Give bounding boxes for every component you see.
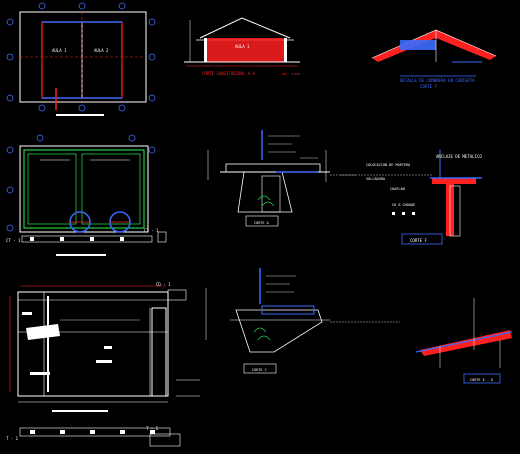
foundation-side-tag: CT - 1 (144, 228, 159, 233)
foundation-section-tag: CT - 1 (6, 238, 21, 243)
roof-ridge-detail: DETALLE DE CUMBRERA EN CUBIERTA CORTE F (371, 29, 497, 89)
detail-f-note-2: VOLCADURA (366, 177, 386, 181)
detail-f-caption: CORTE F (410, 238, 427, 243)
section-caption: CORTE LONGITUDINAL A-A' (202, 71, 257, 76)
column-detail: CD - 1 T - 1 T - 1 (6, 282, 200, 447)
floor-plan: AULA 1 AULA 2 (6, 2, 156, 116)
column-tag: CD - 1 (156, 282, 171, 287)
column-side-tag: T - 1 (146, 426, 159, 431)
detail-f-note-4: CD 6 CHOQUE (392, 203, 415, 207)
longitudinal-section: AULA 1 CORTE LONGITUDINAL A-A' ESC. 1/10… (184, 17, 300, 76)
section-scale: ESC. 1/100 (282, 72, 300, 76)
foundation-plan: CT - 1 CT - 1 (6, 134, 167, 256)
detail-e: CORTE E - E (415, 298, 513, 384)
grid-bubbles (6, 2, 156, 112)
room2-label: AULA 2 (94, 48, 109, 53)
detail-a-caption: CORTE A (254, 221, 270, 225)
detail-a: CORTE A (207, 130, 356, 227)
roof-detail-caption-1: DETALLE DE CUMBRERA EN CUBIERTA (400, 78, 475, 83)
column-bottom-tag: T - 1 (6, 436, 19, 441)
detail-f-title: ANCLAJE DE METALICO (436, 154, 482, 159)
roof-detail-caption-2: CORTE F (420, 84, 437, 89)
detail-e-caption: CORTE E - E (470, 378, 493, 382)
detail-f-note-1: COLOCACION DE MORTERO (366, 163, 410, 167)
section-room-label: AULA 1 (235, 44, 250, 49)
detail-f: ANCLAJE DE METALICO COLOCACION DE MORTER… (340, 150, 482, 245)
detail-f-note-3: CHAFLAN (390, 187, 405, 191)
detail-c: CORTE C (205, 268, 400, 374)
detail-c-caption: CORTE C (252, 368, 267, 372)
room1-label: AULA 1 (52, 48, 67, 53)
